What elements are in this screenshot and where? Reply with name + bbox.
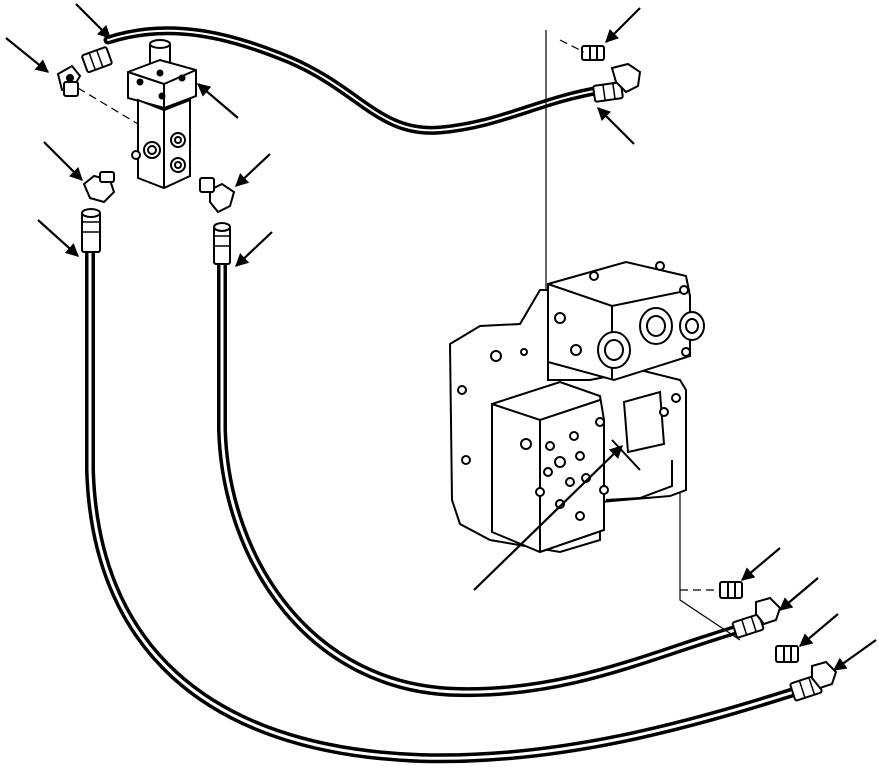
hose-middle xyxy=(217,250,744,698)
elbow-fitting-icon xyxy=(56,62,838,690)
hose-top xyxy=(103,26,605,135)
connector-icon xyxy=(581,45,799,663)
callout-arrows xyxy=(5,3,877,671)
valve-block-icon xyxy=(127,39,197,190)
control-valve-icon xyxy=(448,260,705,554)
hose-left-long xyxy=(85,250,802,764)
assembly-guide-lines xyxy=(77,39,720,591)
